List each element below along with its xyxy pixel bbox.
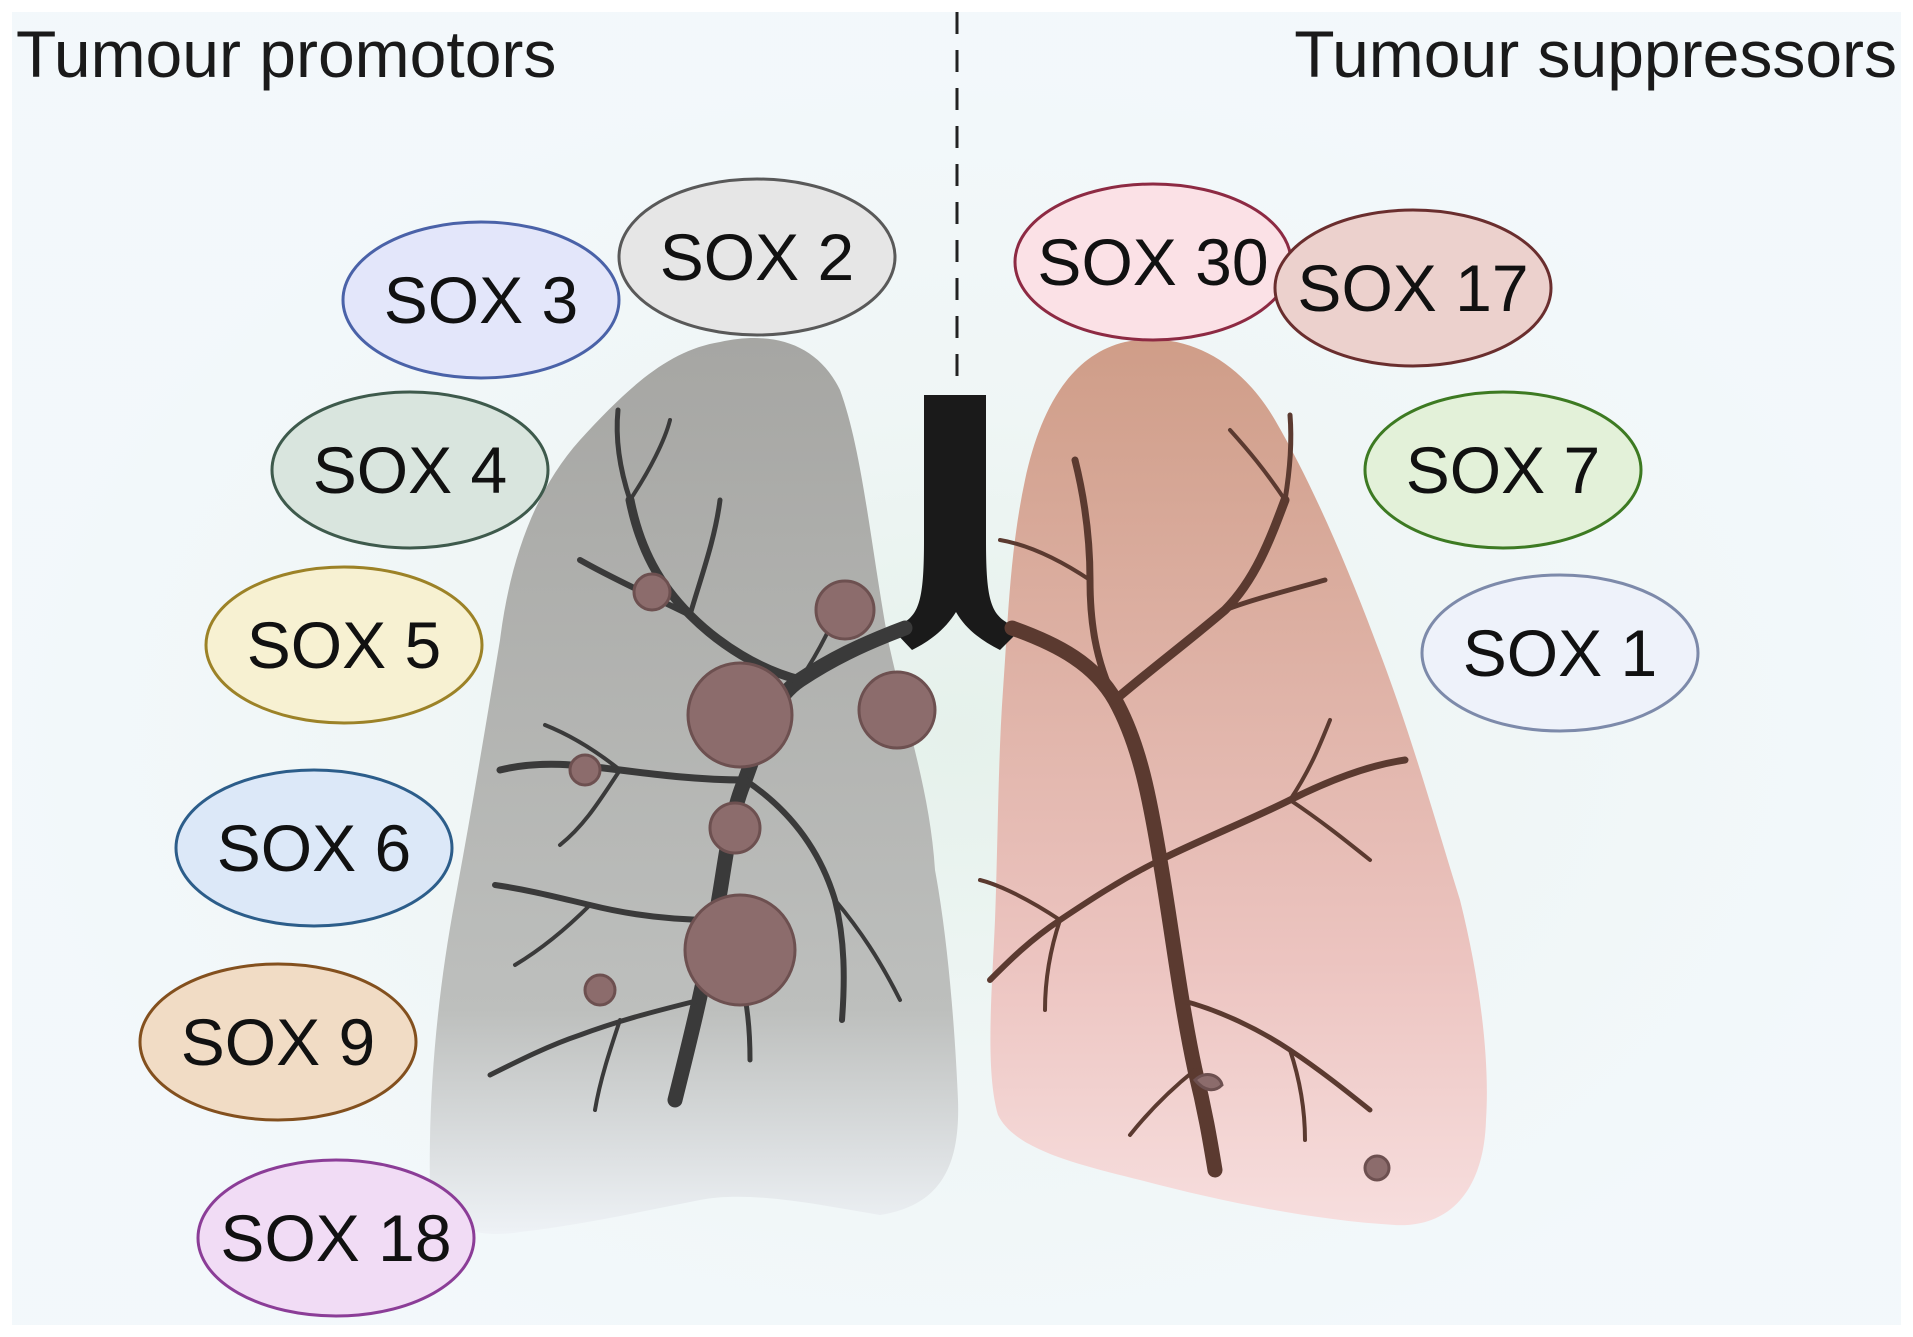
sox-label: SOX 3 — [384, 263, 578, 337]
sox-bubble — [204, 565, 484, 725]
sox-label: SOX 1 — [1463, 616, 1657, 690]
promotor-sox5: SOX 5 — [204, 565, 484, 725]
sox-label: SOX 7 — [1406, 433, 1600, 507]
sox-bubble — [174, 768, 454, 928]
promotor-sox9: SOX 9 — [138, 962, 418, 1122]
tumour-nodule — [814, 579, 876, 641]
sox-bubble — [617, 177, 897, 337]
tumour-nodule — [683, 893, 797, 1007]
sox-bubble — [1420, 573, 1700, 733]
right-lung — [990, 339, 1487, 1226]
right-bronchial-tree — [978, 412, 1409, 1178]
sox-label: SOX 5 — [247, 608, 441, 682]
sox-bubble — [270, 390, 550, 550]
suppressor-sox30: SOX 30 — [1013, 182, 1293, 342]
sox-label: SOX 6 — [217, 811, 411, 885]
sox-bubble — [341, 220, 621, 380]
left-lung — [429, 338, 959, 1234]
tumour-nodule — [1363, 1154, 1391, 1182]
promotor-sox18: SOX 18 — [196, 1158, 476, 1318]
sox-label: SOX 9 — [181, 1005, 375, 1079]
promotor-sox3: SOX 3 — [341, 220, 621, 380]
sox-label: SOX 4 — [313, 433, 507, 507]
sox-label: SOX 17 — [1297, 251, 1528, 325]
tumour-nodule — [583, 973, 617, 1007]
sox-bubble — [138, 962, 418, 1122]
suppressor-group: SOX 30 SOX 17 SOX 7 SOX 1 — [1013, 182, 1700, 733]
trachea — [895, 395, 1018, 650]
suppressor-sox1: SOX 1 — [1420, 573, 1700, 733]
promotor-sox2: SOX 2 — [617, 177, 897, 337]
sox-bubble — [1273, 208, 1553, 368]
sox-bubble — [1363, 390, 1643, 550]
sox-label: SOX 2 — [660, 220, 854, 294]
suppressor-sox7: SOX 7 — [1363, 390, 1643, 550]
promotor-sox6: SOX 6 — [174, 768, 454, 928]
tumour-nodule — [632, 572, 672, 612]
tumour-nodule — [1192, 1073, 1224, 1092]
tumour-nodule — [686, 661, 794, 769]
tumour-nodule — [568, 753, 602, 787]
sox-bubble — [196, 1158, 476, 1318]
promotor-group: SOX 2 SOX 3 SOX 4 SOX 5 SOX 6 SOX 9 SOX 18 — [138, 177, 897, 1318]
sox-label: SOX 30 — [1037, 225, 1268, 299]
tumour-nodule — [857, 670, 937, 750]
suppressors-title: Tumour suppressors — [1294, 17, 1897, 91]
tumour-nodules — [568, 572, 1391, 1182]
suppressor-sox17: SOX 17 — [1273, 208, 1553, 368]
promotor-sox4: SOX 4 — [270, 390, 550, 550]
tumour-nodule — [708, 801, 762, 855]
sox-label: SOX 18 — [220, 1201, 451, 1275]
promotors-title: Tumour promotors — [16, 17, 557, 91]
